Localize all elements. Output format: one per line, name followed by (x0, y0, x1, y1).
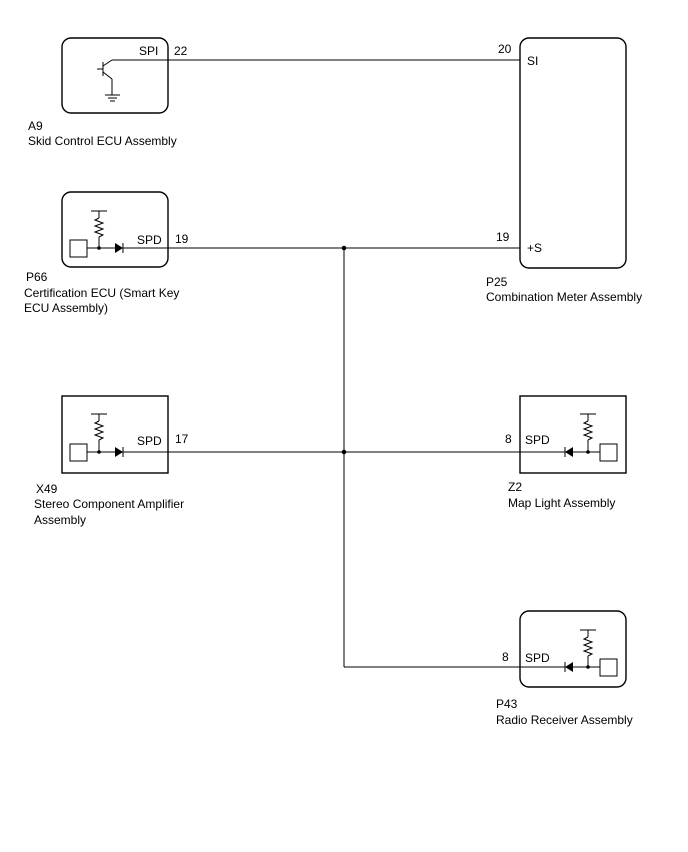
diode-icon (115, 243, 168, 253)
z2-box (519, 395, 627, 474)
p66-pin-number: 19 (175, 232, 189, 246)
resistor-icon (580, 629, 596, 667)
diode-icon (115, 447, 168, 457)
x49-box (61, 395, 169, 474)
junction-dot-icon (586, 665, 590, 669)
x49-name-line2: Assembly (34, 513, 86, 527)
z2-pin-number: 8 (505, 432, 512, 446)
p43-pin-number: 8 (502, 650, 509, 664)
a9-pin-number: 22 (174, 44, 188, 58)
junction-dot-icon (586, 450, 590, 454)
transistor-icon (97, 59, 168, 95)
z2-code: Z2 (508, 480, 522, 494)
p25-code: P25 (486, 275, 508, 289)
diode-icon (520, 662, 573, 672)
component-p25: 20 SI 19 +S P25 Combination Meter Assemb… (486, 37, 642, 304)
component-p43: 8 SPD P43 Radio Receiver Assembly (496, 610, 633, 727)
component-a9: SPI 22 A9 Skid Control ECU Assembly (28, 37, 188, 148)
z2-pin-label: SPD (525, 433, 550, 447)
resistor-icon (91, 210, 107, 248)
diode-icon (520, 447, 573, 457)
component-z2: 8 SPD Z2 Map Light Assembly (505, 395, 627, 510)
p25-pin-s-number: 19 (496, 230, 510, 244)
junction-dot-icon (341, 245, 347, 251)
p25-pin-si-number: 20 (498, 42, 512, 56)
resistor-icon (91, 413, 107, 452)
p66-pin-label: SPD (137, 233, 162, 247)
p66-name-line1: Certification ECU (Smart Key (24, 286, 179, 300)
a9-box (61, 37, 169, 114)
p25-pin-si-label: SI (527, 54, 538, 68)
p66-box (61, 191, 169, 268)
p25-pin-s-label: +S (527, 241, 542, 255)
component-x49: SPD 17 X49 Stereo Component Amplifier As… (34, 395, 189, 527)
x49-code: X49 (36, 482, 58, 496)
resistor-icon (580, 413, 596, 452)
a9-pin-label: SPI (139, 44, 158, 58)
p43-pin-label: SPD (525, 651, 550, 665)
p25-name: Combination Meter Assembly (486, 290, 642, 304)
wires (168, 59, 520, 668)
component-p66: SPD 19 P66 Certification ECU (Smart Key … (24, 191, 189, 315)
junction-dot-icon (97, 246, 101, 250)
x49-name-line1: Stereo Component Amplifier (34, 497, 184, 511)
p25-box (519, 37, 627, 269)
p43-code: P43 (496, 697, 518, 711)
a9-name: Skid Control ECU Assembly (28, 134, 177, 148)
a9-code: A9 (28, 119, 43, 133)
z2-name: Map Light Assembly (508, 496, 615, 510)
x49-pin-number: 17 (175, 432, 189, 446)
p66-code: P66 (26, 270, 48, 284)
p43-name: Radio Receiver Assembly (496, 713, 633, 727)
ground-icon (105, 94, 120, 102)
junction-dot-icon (97, 450, 101, 454)
p66-name-line2: ECU Assembly) (24, 301, 108, 315)
junction-dot-icon (341, 449, 347, 455)
x49-pin-label: SPD (137, 434, 162, 448)
